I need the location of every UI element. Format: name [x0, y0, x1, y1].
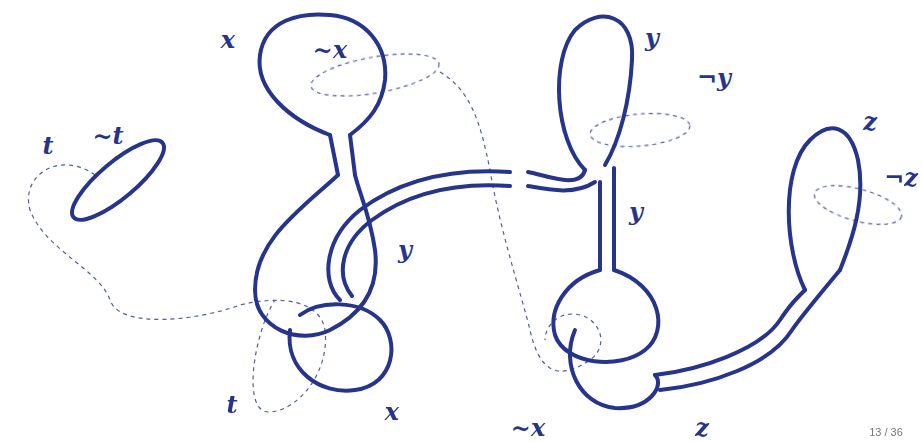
knot-stem	[330, 135, 338, 175]
knot-label: ~t	[92, 124, 123, 148]
knot-band	[343, 185, 510, 296]
knot-loop	[789, 128, 861, 290]
knot-band	[528, 170, 585, 180]
knot-lobe	[255, 175, 376, 336]
knot-stem	[612, 168, 616, 270]
dashed-curve	[589, 110, 691, 151]
knot-label: z	[863, 110, 877, 134]
knot-lobe	[290, 304, 392, 390]
knot-loop	[559, 17, 632, 170]
knot-label: x	[221, 28, 235, 52]
knot-label: x	[385, 400, 399, 424]
knot-label: t	[226, 393, 237, 417]
knot-stem	[350, 135, 355, 175]
knot-label: ¬y	[697, 66, 731, 90]
knot-lobe	[570, 330, 658, 408]
dashed-curve	[440, 72, 601, 371]
knot-label: ~x	[511, 416, 545, 440]
knot-label: t	[42, 134, 53, 158]
knot-label: y	[398, 238, 412, 262]
knot-label: z	[695, 416, 709, 440]
knot-stem	[598, 182, 602, 270]
knot-band	[655, 290, 805, 375]
dashed-curve	[28, 165, 325, 412]
knot-band	[528, 182, 595, 190]
knot-label: ¬z	[884, 166, 918, 190]
knot-label: y	[645, 26, 659, 50]
knot-loop	[260, 14, 386, 135]
knot-band	[660, 270, 840, 390]
knot-label: ~x	[313, 38, 347, 62]
knot-label: y	[629, 200, 643, 224]
knot-band	[328, 171, 510, 300]
page-number: 13 / 36	[869, 427, 903, 438]
